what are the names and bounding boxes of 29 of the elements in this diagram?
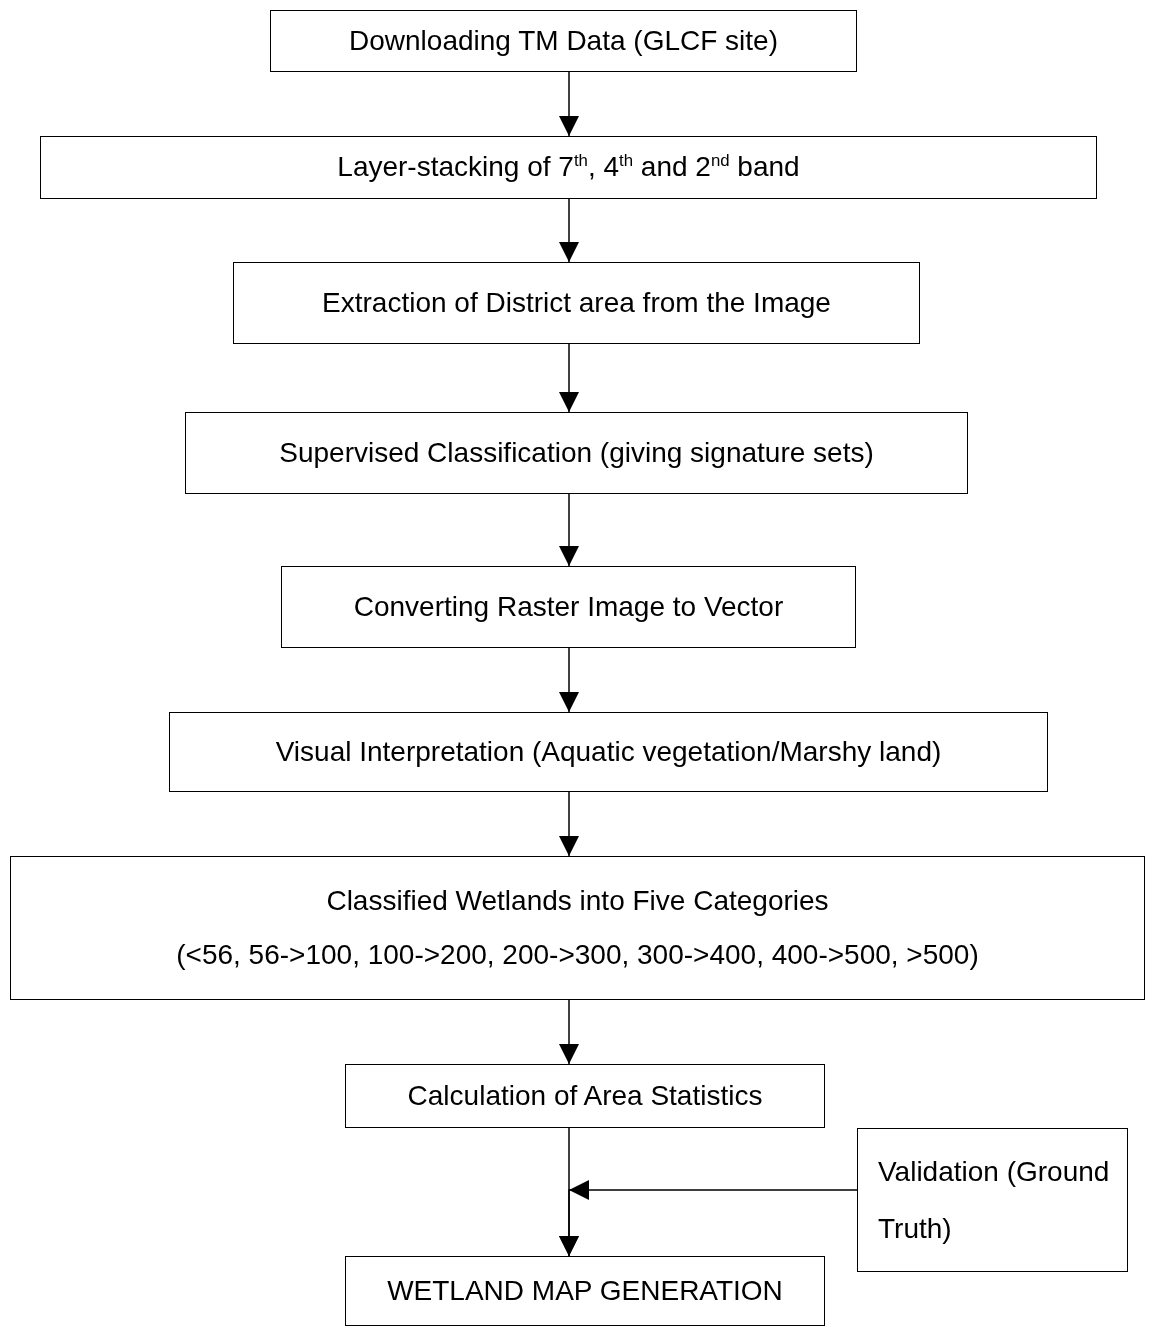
arrow <box>559 1180 858 1257</box>
arrow <box>559 791 579 857</box>
arrow <box>559 343 579 413</box>
process-box <box>345 1256 825 1326</box>
process-box <box>857 1128 1128 1272</box>
arrow <box>559 493 579 567</box>
step-text: Validation (Ground Truth) <box>878 1154 1111 1246</box>
arrow <box>559 198 579 263</box>
process-box <box>40 136 1097 199</box>
process-box <box>233 262 920 344</box>
step-text: Extraction of District area from the Image <box>322 287 831 319</box>
step-text: Supervised Classification (giving signature sets) <box>279 437 874 469</box>
process-box <box>345 1064 825 1128</box>
arrow <box>559 647 579 713</box>
process-box <box>270 10 857 72</box>
arrow <box>559 999 579 1065</box>
step-text: WETLAND MAP GENERATION <box>387 1275 783 1307</box>
step-text: Visual Interpretation (Aquatic vegetation/Marshy land) <box>275 736 942 768</box>
process-box <box>10 856 1145 1000</box>
step-text: (<56, 56->100, 100->200, 200->300, 300->400, 400->500, >500) <box>176 939 979 971</box>
step-text: Classified Wetlands into Five Categories <box>326 885 829 917</box>
process-box <box>169 712 1048 792</box>
step-text: Converting Raster Image to Vector <box>353 591 784 623</box>
process-box <box>281 566 856 648</box>
step-text: Layer-stacking of 7$^{th}$, 4$^{th}$ and 2$^{nd}$ band <box>337 151 800 184</box>
process-box <box>185 412 968 494</box>
step-text: Calculation of Area Statistics <box>407 1080 763 1112</box>
step-text: Downloading TM Data (GLCF site) <box>349 25 778 57</box>
arrow <box>559 71 579 137</box>
